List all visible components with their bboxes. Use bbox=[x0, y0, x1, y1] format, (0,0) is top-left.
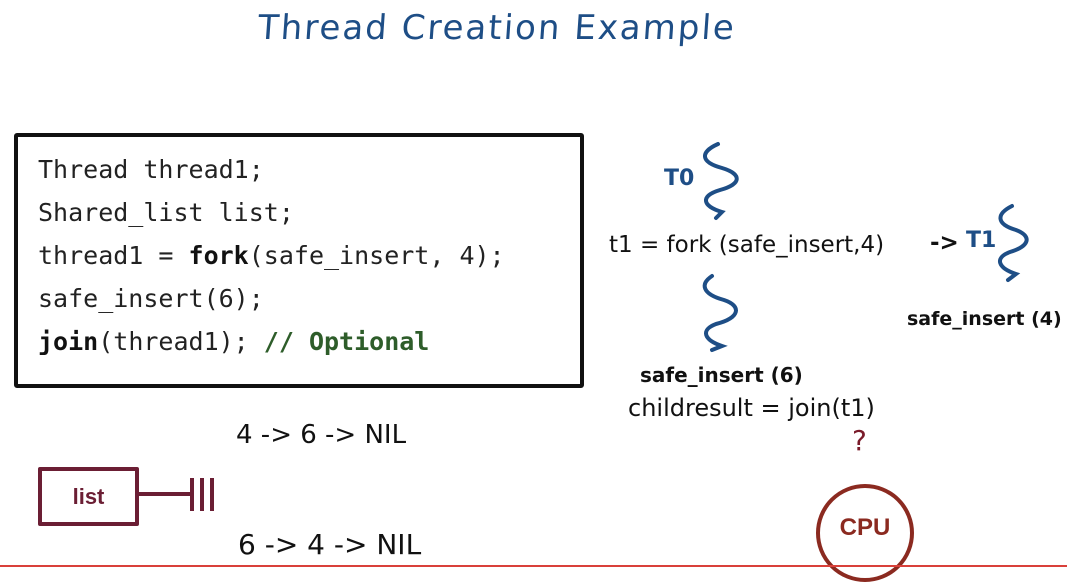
t1-safe-insert-text: safe_insert (4) bbox=[907, 308, 1062, 330]
code-line-5-middle: (thread1); bbox=[98, 327, 264, 356]
diagram-drawings bbox=[135, 142, 1029, 511]
t0-label: T0 bbox=[664, 166, 695, 191]
t0-safe-insert-text: safe_insert (6) bbox=[640, 363, 803, 387]
t1-thread-squiggle bbox=[998, 204, 1029, 282]
list-order-a: 4 -> 6 -> NIL bbox=[236, 420, 407, 450]
code-line-1: Thread thread1; bbox=[38, 155, 264, 184]
optional-comment: // Optional bbox=[263, 327, 430, 356]
code-box: Thread thread1; Shared_list list; thread… bbox=[14, 133, 584, 388]
code-line-3: thread1 = fork(safe_insert, 4); bbox=[38, 241, 505, 270]
fork-keyword: fork bbox=[188, 241, 249, 270]
fork-call-text: t1 = fork (safe_insert,4) bbox=[609, 232, 885, 258]
join-call-text: childresult = join(t1) bbox=[628, 394, 875, 422]
code-line-3-suffix: (safe_insert, 4); bbox=[248, 241, 505, 270]
t1-label: T1 bbox=[966, 228, 997, 253]
list-order-b: 6 -> 4 -> NIL bbox=[238, 528, 422, 561]
t0-thread-squiggle bbox=[703, 142, 739, 220]
join-keyword: join bbox=[38, 327, 99, 356]
code-line-3-prefix: thread1 = bbox=[38, 241, 189, 270]
video-progress-line bbox=[0, 565, 1067, 567]
question-mark: ? bbox=[852, 424, 867, 457]
t0-continuation-squiggle bbox=[702, 274, 738, 352]
list-box: list bbox=[38, 467, 139, 526]
fork-arrow: -> bbox=[930, 230, 959, 256]
cpu-label: CPU bbox=[839, 514, 891, 541]
code-line-2: Shared_list list; bbox=[38, 198, 294, 227]
cpu-circle: CPU bbox=[816, 484, 914, 582]
code-line-5: join(thread1); // Optional bbox=[38, 327, 429, 356]
code-line-4: safe_insert(6); bbox=[38, 284, 264, 313]
list-box-label: list bbox=[72, 483, 105, 509]
